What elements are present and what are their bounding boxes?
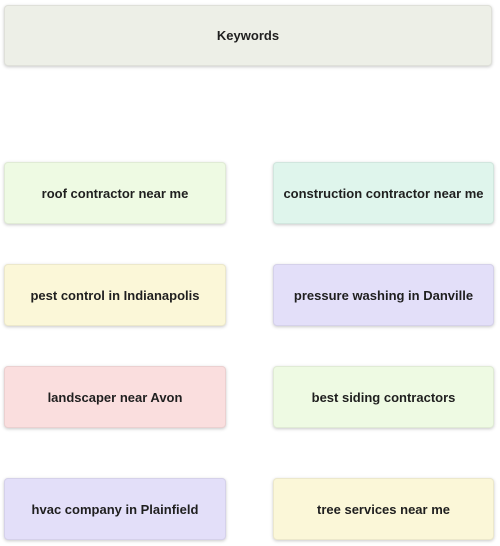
- keyword-label: roof contractor near me: [41, 185, 189, 201]
- keyword-label: landscaper near Avon: [47, 389, 183, 405]
- keywords-header-card: Keywords: [4, 5, 492, 66]
- keywords-header-title: Keywords: [216, 28, 280, 43]
- keyword-label: construction contractor near me: [283, 185, 484, 201]
- keyword-card[interactable]: best siding contractors: [273, 366, 494, 428]
- keyword-card[interactable]: pest control in Indianapolis: [4, 264, 226, 326]
- keyword-card[interactable]: hvac company in Plainfield: [4, 478, 226, 540]
- keyword-card[interactable]: tree services near me: [273, 478, 494, 540]
- keyword-label: pest control in Indianapolis: [30, 287, 200, 303]
- keyword-label: tree services near me: [317, 501, 450, 517]
- keyword-card[interactable]: landscaper near Avon: [4, 366, 226, 428]
- keyword-card[interactable]: roof contractor near me: [4, 162, 226, 224]
- keyword-label: pressure washing in Danville: [293, 287, 474, 303]
- keyword-label: hvac company in Plainfield: [31, 501, 199, 517]
- keyword-label: best siding contractors: [311, 389, 456, 405]
- keyword-card[interactable]: pressure washing in Danville: [273, 264, 494, 326]
- keyword-card[interactable]: construction contractor near me: [273, 162, 494, 224]
